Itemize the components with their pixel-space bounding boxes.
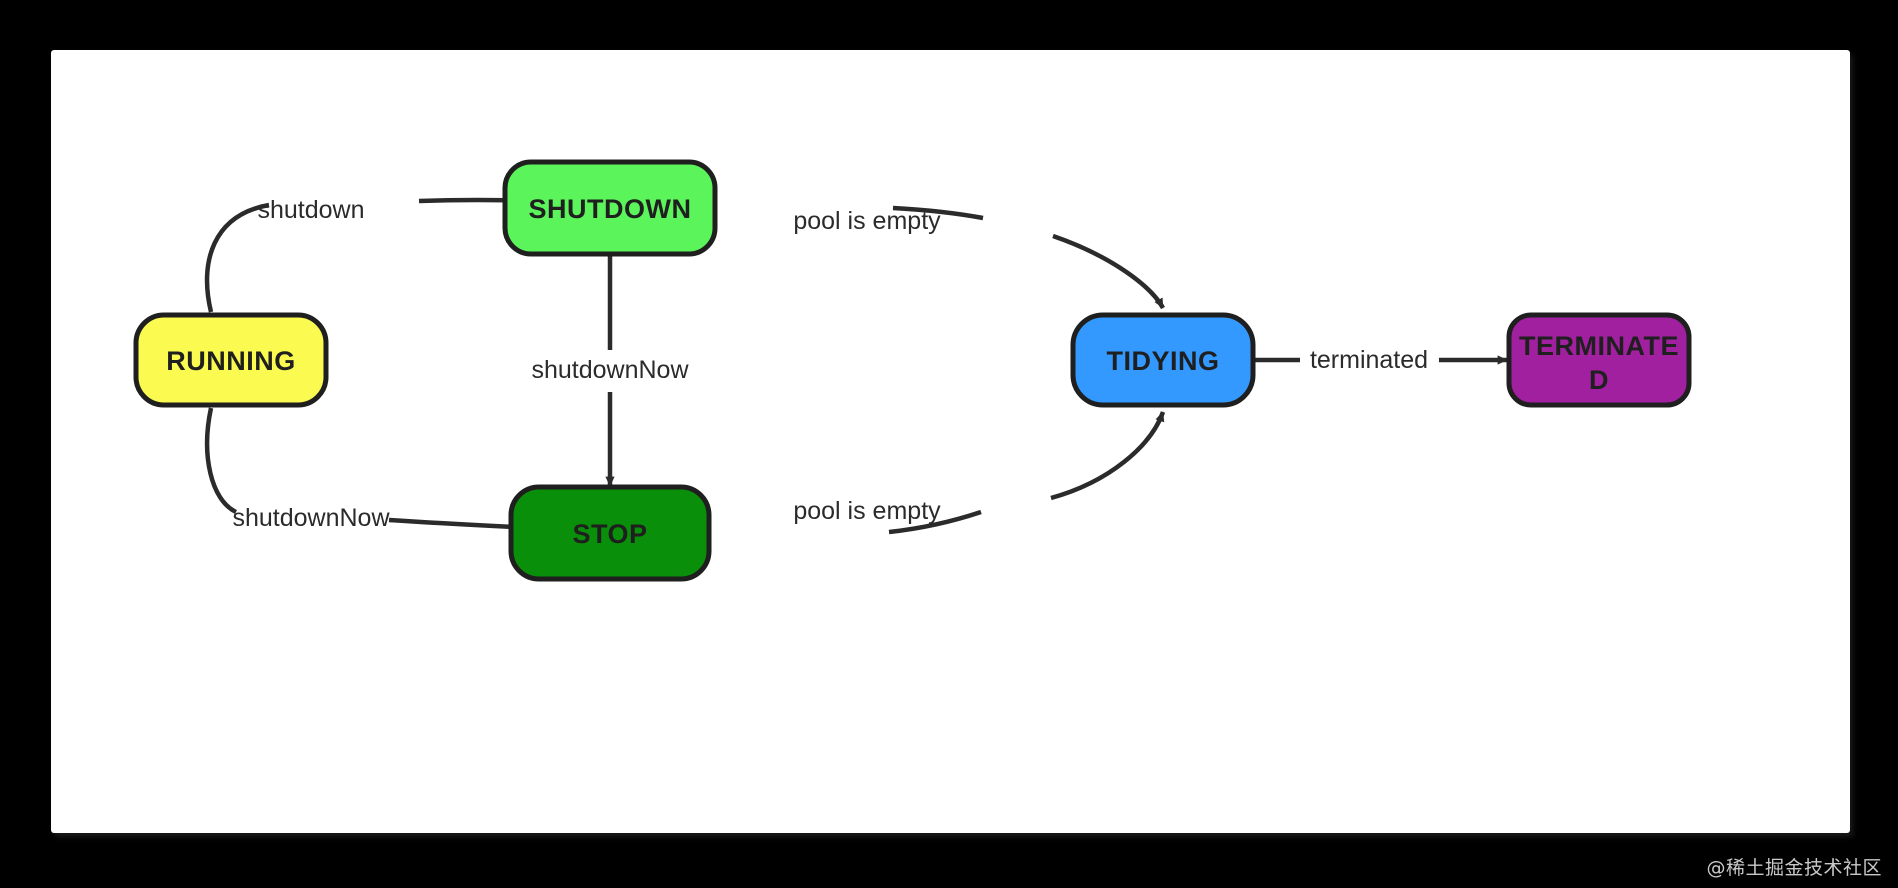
node-terminated-shape — [1506, 312, 1692, 408]
node-tidying[interactable]: TIDYING — [1070, 312, 1256, 408]
edge-label-shutdown-stop: shutdownNow — [531, 356, 689, 384]
node-terminated-label-line2: D — [1589, 365, 1609, 395]
node-shutdown-shape — [502, 159, 718, 257]
edge-stop-tidying-arrow-path — [1050, 411, 1166, 501]
edge-label-stop-tidying: pool is empty — [793, 497, 941, 525]
node-stop-shape — [508, 484, 712, 582]
edge-shutdown-tidying-path — [892, 205, 984, 221]
node-terminated[interactable]: TERMINATE D — [1506, 312, 1692, 408]
edge-shutdown-tidying-arrow-path — [1052, 233, 1165, 310]
watermark: @稀土掘金技术社区 — [1706, 857, 1882, 879]
node-stop-label: STOP — [572, 519, 647, 549]
node-shutdown-label: SHUTDOWN — [529, 194, 692, 224]
edge-tidying-terminated[interactable]: terminated — [1254, 346, 1508, 374]
node-running-shape — [133, 312, 329, 408]
node-tidying-label: TIDYING — [1106, 346, 1219, 376]
node-terminated-label: TERMINATE — [1519, 331, 1679, 361]
node-running[interactable]: RUNNING — [133, 312, 329, 408]
edge-stop-tidying[interactable]: pool is empty — [793, 411, 1166, 535]
edge-shutdown-tidying[interactable]: pool is empty — [793, 205, 1165, 310]
edge-label-shutdown-tidying: pool is empty — [793, 207, 941, 235]
node-shutdown[interactable]: SHUTDOWN — [502, 159, 718, 257]
diagram-canvas: shutdown shutdownNow shutdownNow pool is… — [51, 50, 1850, 833]
state-diagram: shutdown shutdownNow shutdownNow pool is… — [133, 159, 1692, 582]
edge-running-shutdown-path — [204, 202, 270, 313]
edge-shutdown-stop[interactable]: shutdownNow — [531, 256, 689, 487]
node-running-label: RUNNING — [166, 346, 296, 376]
node-stop[interactable]: STOP — [508, 484, 712, 582]
edge-label-running-shutdown: shutdown — [257, 196, 364, 224]
edge-stop-tidying-path — [888, 509, 982, 535]
edge-label-running-stop: shutdownNow — [232, 504, 390, 532]
edge-running-stop-path — [204, 407, 238, 515]
edge-label-tidying-terminated: terminated — [1310, 346, 1428, 374]
node-tidying-shape — [1070, 312, 1256, 408]
